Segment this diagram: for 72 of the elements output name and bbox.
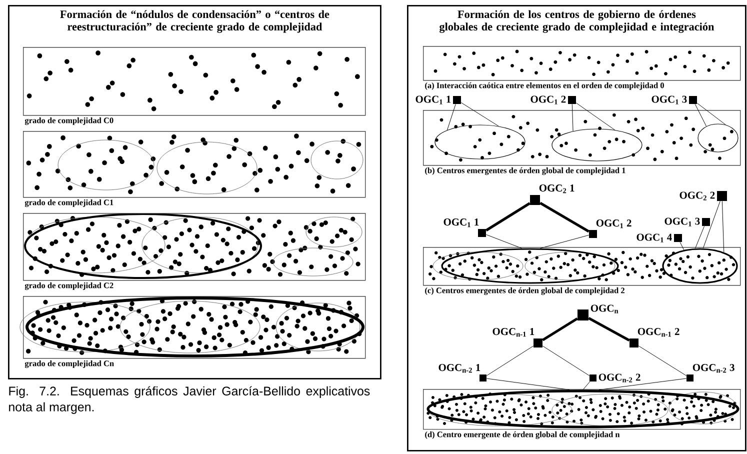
node-label: OGC$_{n-2}$ 1 <box>438 364 480 373</box>
connector-line <box>572 104 574 132</box>
connector-line <box>460 102 500 126</box>
cluster-ellipse <box>698 124 738 152</box>
control-center-square: OGC$_{n-2}$ 3 <box>686 364 734 382</box>
node-label: grado de complejidad Cn <box>24 360 114 368</box>
node-label: OGC$_{1}$ 2 <box>596 220 632 228</box>
control-center-square: OGC$_{n}$ <box>578 304 618 320</box>
connector-line <box>542 317 578 342</box>
node-label: OGC$_{1}$ 3 <box>664 218 700 226</box>
connector-line <box>598 378 687 390</box>
node-label: OGC$_{1}$ 2 <box>530 96 566 104</box>
node-label: OGC$_{1}$ 1 <box>444 218 479 228</box>
node-label: OGC$_{1}$ 4 <box>636 234 672 242</box>
node-label: OGC$_{2}$ 1 <box>539 184 574 194</box>
dot-panel: (b) Centros emergentes de órden global de complejidad 1 <box>423 110 741 175</box>
dot-panel: grado de complejidad C2 <box>23 213 366 290</box>
connector-line <box>486 234 522 249</box>
connector-line <box>588 316 630 342</box>
control-center-square: OGC$_{1}$ 4 <box>636 234 682 242</box>
node-label: OGC$_{n-1}$ 1 <box>492 328 534 337</box>
node-label: OGC$_{n-2}$ 2 <box>598 374 640 382</box>
dot-panel: grado de complejidad Cn <box>23 296 366 368</box>
connector-line <box>696 102 726 125</box>
dot-panel: grado de complejidad C1 <box>23 131 366 207</box>
connector-line <box>694 104 707 127</box>
node-label: OGC$_{n-2}$ 3 <box>692 364 734 373</box>
connector-line <box>540 202 590 233</box>
connector-line <box>582 381 590 390</box>
control-center-square: OGC$_{2}$ 1 <box>530 184 574 205</box>
connector-line <box>540 234 590 249</box>
control-center-square: OGC$_{2}$ 2 <box>680 191 727 201</box>
connector-line <box>486 378 570 390</box>
control-center-square: OGC$_{1}$ 3 <box>652 96 697 104</box>
node-label: OGC$_{1}$ 1 <box>416 96 451 104</box>
control-center-square: OGC$_{n-2}$ 1 <box>438 364 486 382</box>
connector-line <box>486 202 530 232</box>
node-label: grado de complejidad C1 <box>24 199 114 207</box>
node-label: OGC$_{n}$ <box>590 304 618 314</box>
connector-line <box>542 346 590 376</box>
control-center-square: OGC$_{1}$ 2 <box>530 96 576 104</box>
node-label: (d) Centro emergente de órden global de complejidad n <box>425 431 620 439</box>
connector-line <box>680 242 684 250</box>
cluster-ellipse <box>434 124 526 160</box>
control-center-square: OGC$_{n-1}$ 2 <box>630 328 680 348</box>
cluster-ellipse <box>441 248 619 284</box>
node-label: (c) Centros emergentes de órden global de complejidad 2 <box>425 287 624 295</box>
cluster-ellipse <box>662 248 738 284</box>
node-label: grado de complejidad C0 <box>24 117 114 125</box>
dot-panel: grado de complejidad C0 <box>23 47 366 125</box>
control-center-square: OGC$_{1}$ 1 <box>444 218 486 237</box>
connector-line <box>722 200 724 252</box>
dot-panel: (d) Centro emergente de órden global de complejidad n <box>423 389 741 439</box>
control-center-square: OGC$_{1}$ 1 <box>416 96 461 104</box>
node-label: grado de complejidad C2 <box>24 282 114 290</box>
node-label: (b) Centros emergentes de órden global de complejidad 1 <box>425 167 626 175</box>
control-center-square: OGC$_{n-2}$ 2 <box>590 374 640 382</box>
connector-line <box>702 200 720 248</box>
node-label: OGC$_{2}$ 2 <box>680 192 715 200</box>
dot-panel: (c) Centros emergentes de órden global de complejidad 2 <box>423 247 741 295</box>
control-center-square: OGC$_{1}$ 3 <box>664 218 710 226</box>
node-label: OGC$_{n-1}$ 2 <box>638 328 680 337</box>
node-label: (a) Interacción caótica entre elementos en el orden de complejidad 0 <box>425 82 664 90</box>
node-label: OGC$_{1}$ 3 <box>652 96 687 104</box>
control-center-square: OGC$_{n-1}$ 1 <box>492 328 542 348</box>
connector-line <box>486 346 534 376</box>
connector-line <box>638 346 687 376</box>
figure-caption: Fig. 7.2. Esquemas gráficos Javier García-Bellido explicativos nota al margen. <box>9 386 370 414</box>
control-center-square: OGC$_{1}$ 2 <box>589 220 632 238</box>
cluster-ellipse <box>552 128 642 162</box>
connector-line <box>695 226 705 249</box>
dot-panel: (a) Interacción caótica entre elementos en el orden de complejidad 0 <box>423 46 741 90</box>
